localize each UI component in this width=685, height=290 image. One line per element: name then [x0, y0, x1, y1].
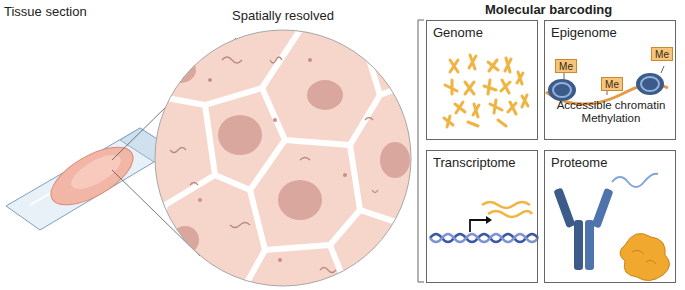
tissue — [42, 136, 142, 217]
tag-text: Me — [605, 79, 619, 90]
image-label: Spatially resolved — [232, 8, 334, 23]
methyl-tag: Me — [601, 77, 623, 91]
group-title: Molecular barcoding — [485, 2, 612, 17]
panel-heading: Transcriptome — [433, 155, 516, 170]
omics-panel: EpigenomeAccessible chromatin Methylatio… — [544, 20, 676, 140]
antibody-protein — [553, 174, 669, 281]
tag-text: Me — [655, 49, 669, 60]
panel-heading: Genome — [433, 25, 483, 40]
methyl-tag: Me — [651, 47, 673, 61]
chromosomes — [444, 55, 528, 127]
tag-text: Me — [559, 61, 573, 72]
glass-slide — [6, 128, 174, 230]
omics-panel: Genome — [426, 20, 538, 140]
dna-transcription — [430, 202, 538, 242]
omics-panel: Transcriptome — [426, 150, 538, 283]
panel-heading: Epigenome — [551, 25, 617, 40]
group-bracket — [418, 20, 424, 282]
zoom-view — [150, 25, 420, 290]
methyl-tag: Me — [555, 59, 577, 73]
zoom-outline — [155, 30, 411, 286]
panel-caption: Accessible chromatin Methylation — [551, 99, 671, 125]
image-label: Tissue section — [4, 4, 87, 19]
panel-heading: Proteome — [551, 155, 607, 170]
omics-panel: Proteome — [544, 150, 676, 283]
